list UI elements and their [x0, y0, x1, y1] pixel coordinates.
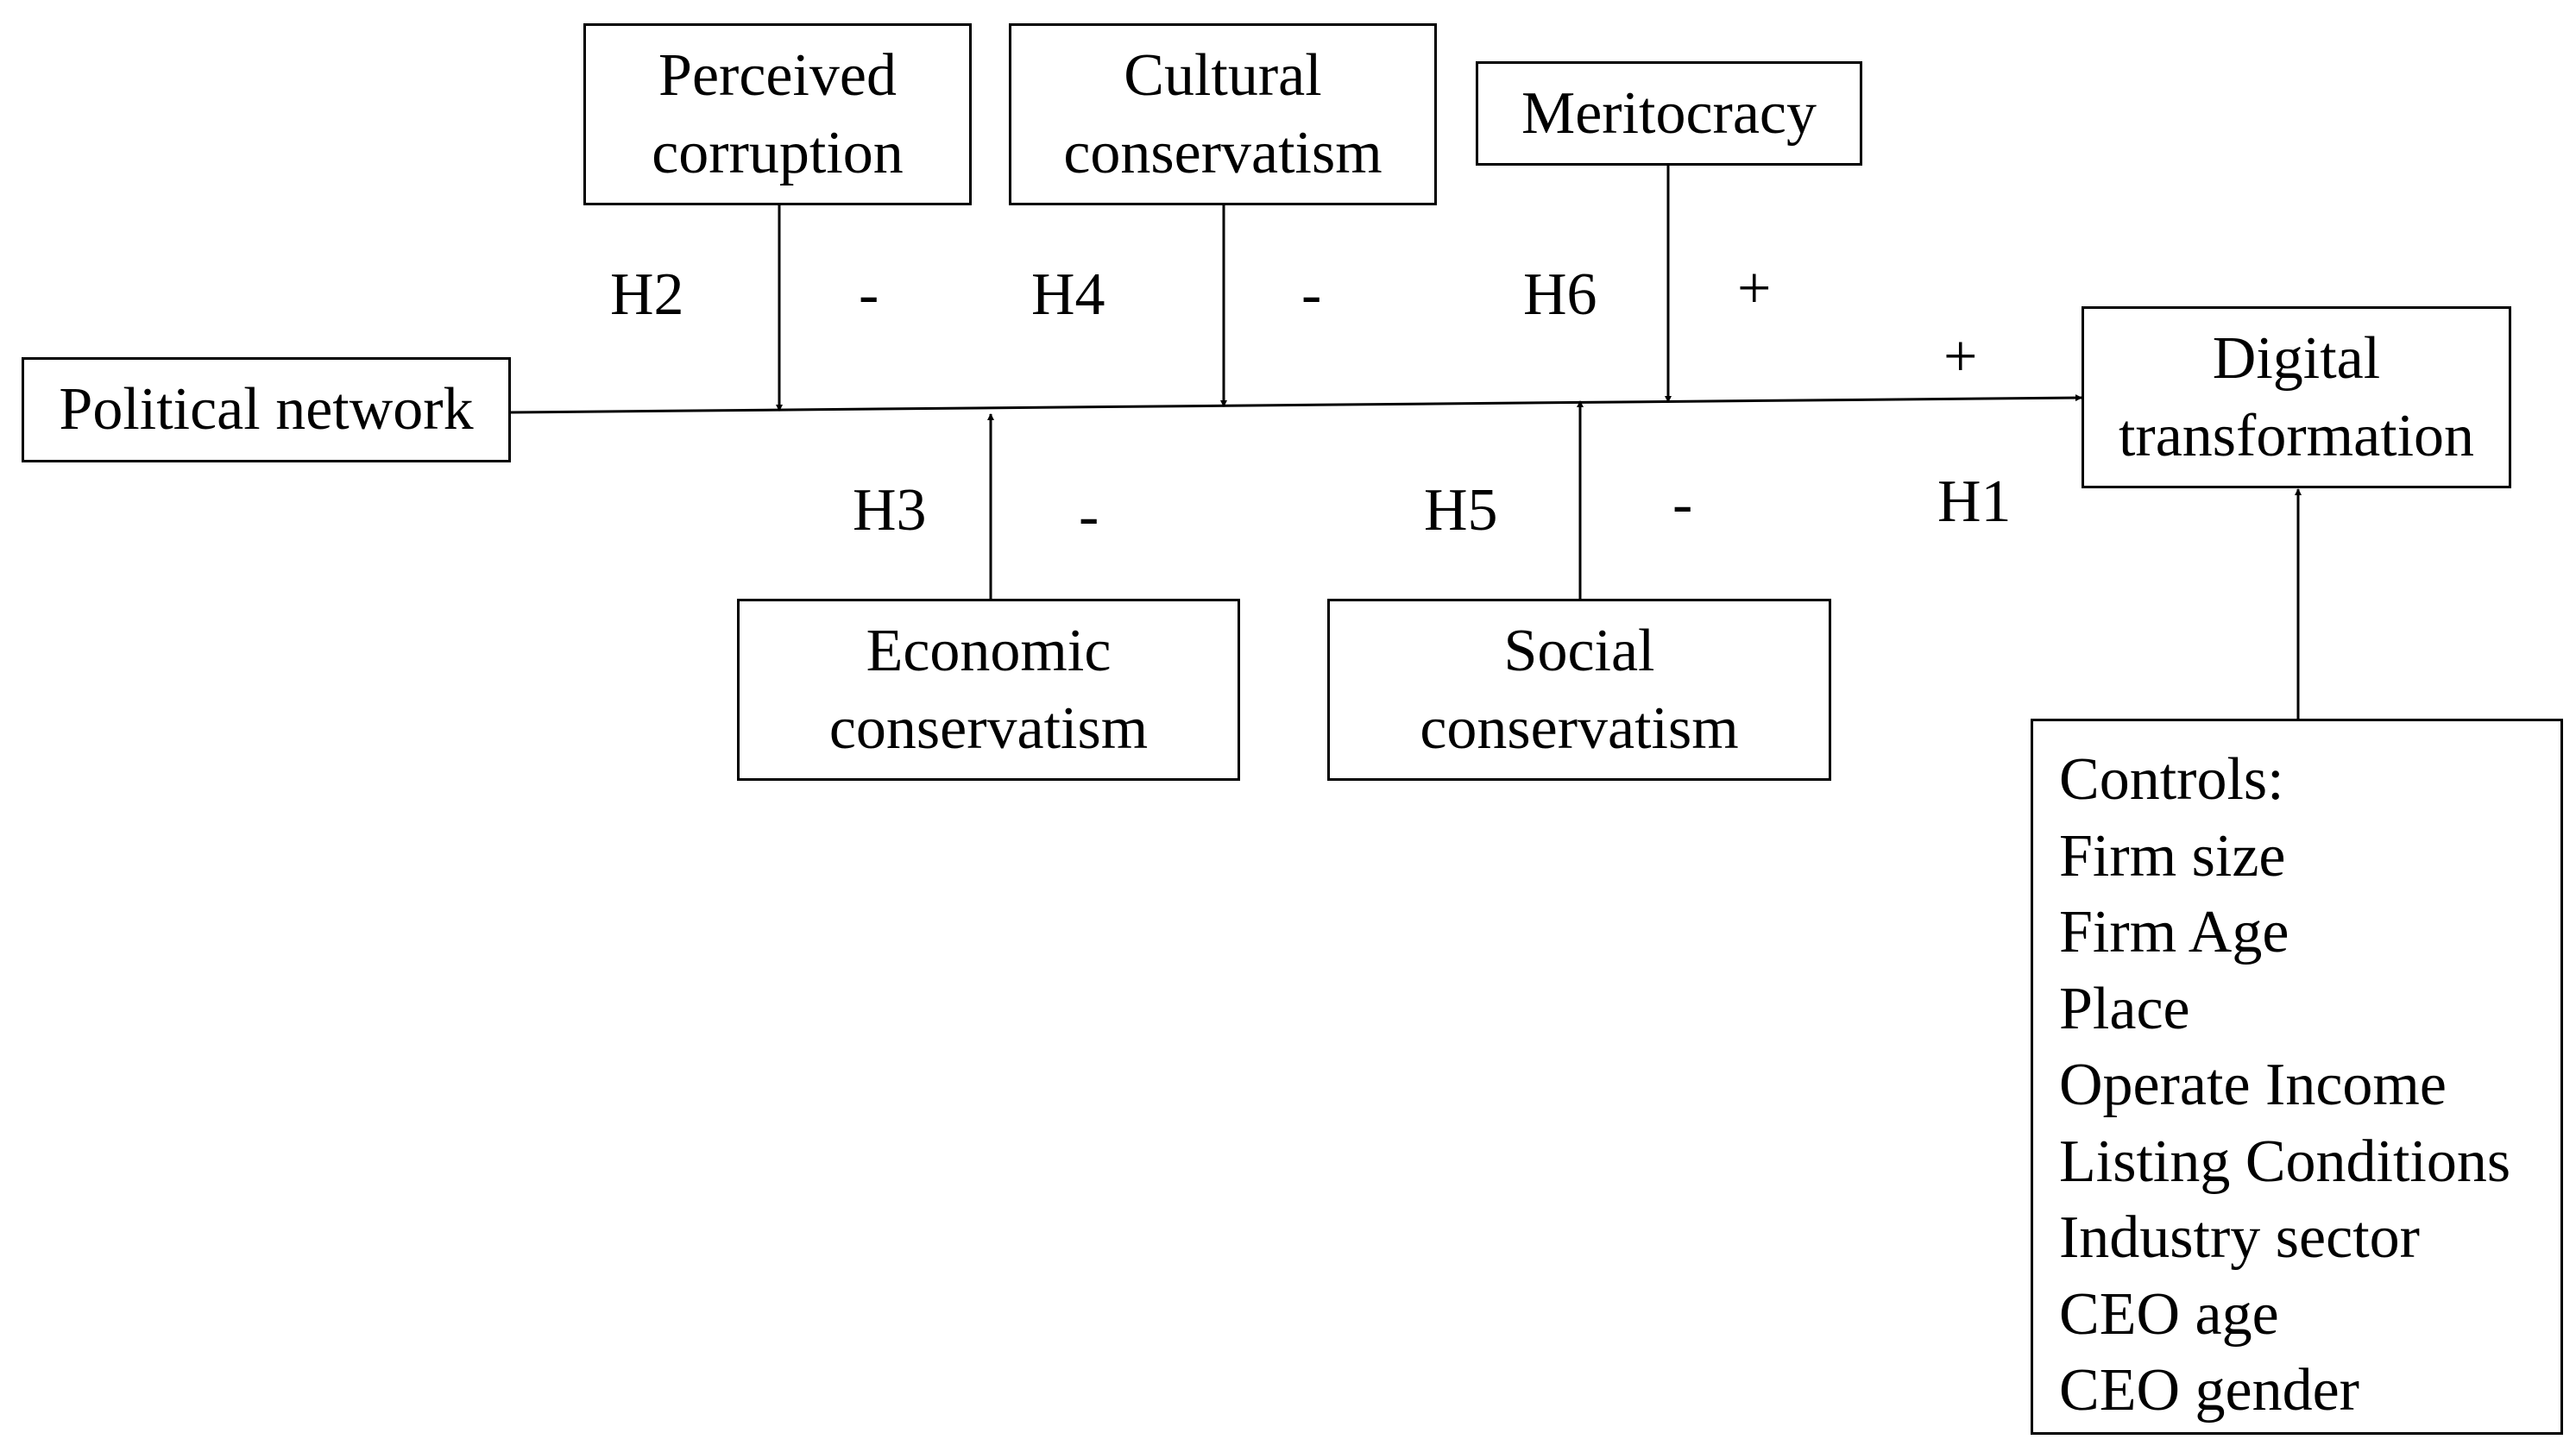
hypothesis-sign-h3: -	[1079, 483, 1099, 550]
hypothesis-label-h4: H4	[1031, 261, 1105, 328]
hypothesis-sign-h6: +	[1737, 255, 1772, 322]
node-political-network: Political network	[22, 357, 511, 462]
control-item: Listing Conditions	[2059, 1128, 2511, 1195]
node-perceived-corruption: Perceived corruption	[583, 23, 972, 205]
hypothesis-sign-h2: -	[859, 261, 879, 328]
node-cultural-conservatism: Cultural conservatism	[1009, 23, 1437, 205]
hypothesis-label-h1: H1	[1937, 468, 2012, 535]
control-item: Place	[2059, 975, 2190, 1042]
control-item: CEO age	[2059, 1280, 2279, 1348]
hypothesis-label-h6: H6	[1523, 261, 1597, 328]
node-economic-conservatism: Economic conservatism	[737, 599, 1240, 781]
hypothesis-label-h2: H2	[610, 261, 684, 328]
control-item: CEO gender	[2059, 1357, 2359, 1424]
node-social-conservatism: Social conservatism	[1327, 599, 1831, 781]
hypothesis-label-h3: H3	[853, 477, 927, 544]
hypothesis-label-h5: H5	[1424, 477, 1498, 544]
control-item: Operate Income	[2059, 1052, 2447, 1118]
control-item: Firm Age	[2059, 899, 2289, 965]
node-digital-transformation: Digital transformation	[2082, 306, 2511, 488]
hypothesis-sign-h5: -	[1672, 471, 1693, 537]
controls-box: Controls: Firm size Firm Age Place Opera…	[2031, 719, 2563, 1435]
main-path-arrow	[510, 394, 2082, 414]
control-item: Industry sector	[2059, 1204, 2420, 1271]
hypothesis-sign-h4: -	[1301, 261, 1322, 328]
node-meritocracy: Meritocracy	[1476, 61, 1862, 166]
controls-title: Controls:	[2059, 746, 2284, 813]
hypothesis-sign-h1: +	[1943, 324, 1978, 390]
control-item: Firm size	[2059, 822, 2286, 889]
